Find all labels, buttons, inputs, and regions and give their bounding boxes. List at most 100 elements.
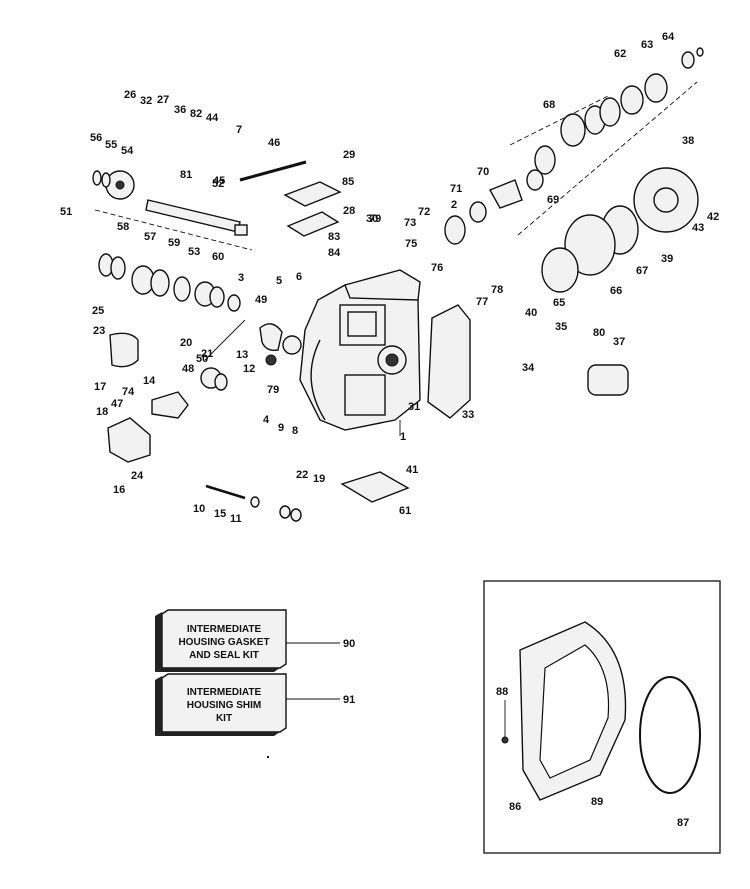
shim-kit-box: INTERMEDIATE HOUSING SHIM KIT 91 <box>155 673 355 736</box>
callout: 16 <box>113 484 125 496</box>
callout: 51 <box>60 206 72 218</box>
callout: 52 <box>212 178 224 190</box>
callout: 24 <box>131 470 144 482</box>
callout: 13 <box>236 349 248 361</box>
shim-kit-line3: KIT <box>216 713 232 724</box>
callout: 39 <box>661 253 673 265</box>
shim-kit-number: 91 <box>343 694 355 706</box>
callout: 65 <box>553 297 565 309</box>
callout: 46 <box>268 137 280 149</box>
callout: 71 <box>450 183 462 195</box>
callout: 14 <box>143 375 156 387</box>
callout: 57 <box>144 231 156 243</box>
callout: 60 <box>212 251 224 263</box>
callout: 48 <box>182 363 194 375</box>
callout: 77 <box>476 296 488 308</box>
callout: 62 <box>614 48 626 60</box>
callout: 41 <box>406 464 418 476</box>
inset-callout: 87 <box>677 817 689 829</box>
callout: 26 <box>124 89 136 101</box>
callout: 84 <box>328 247 341 259</box>
callout: 59 <box>168 237 180 249</box>
callout: 25 <box>92 305 104 317</box>
callout: 50 <box>196 353 208 365</box>
callout: 4 <box>263 414 270 426</box>
callout: 47 <box>111 398 123 410</box>
callout: 31 <box>408 401 420 413</box>
callout: 28 <box>343 205 355 217</box>
callout: 34 <box>522 362 535 374</box>
inset-callout: 88 <box>496 686 508 698</box>
callout: 64 <box>662 31 675 43</box>
callout: 63 <box>641 39 653 51</box>
callout: 54 <box>121 145 134 157</box>
callout: 22 <box>296 469 308 481</box>
callout: 2 <box>451 199 457 211</box>
callout: 85 <box>342 176 354 188</box>
callout: 42 <box>707 211 719 223</box>
callout: 73 <box>404 217 416 229</box>
gasket-kit-line2: HOUSING GASKET <box>178 637 269 648</box>
callout: 70 <box>477 166 489 178</box>
callout: 75 <box>405 238 417 250</box>
callout: 69 <box>547 194 559 206</box>
callout: 61 <box>399 505 411 517</box>
callout: 15 <box>214 508 226 520</box>
callout: 12 <box>243 363 255 375</box>
callout: 5 <box>276 275 282 287</box>
callout: 83 <box>328 231 340 243</box>
gasket-kit-line3: AND SEAL KIT <box>189 650 259 661</box>
shim-kit-line1: INTERMEDIATE <box>187 687 262 698</box>
callout: 37 <box>613 336 625 348</box>
callout: 66 <box>610 285 622 297</box>
gasket-kit-box: INTERMEDIATE HOUSING GASKET AND SEAL KIT… <box>155 609 355 672</box>
callout: 35 <box>555 321 567 333</box>
callout: 20 <box>180 337 192 349</box>
callout: 68 <box>543 99 555 111</box>
callout: 78 <box>491 284 503 296</box>
callout: 43 <box>692 222 704 234</box>
callout: 11 <box>230 513 242 525</box>
callout: 27 <box>157 94 169 106</box>
callout: 36 <box>174 104 186 116</box>
callout: 8 <box>292 425 298 437</box>
shim-kit-line2: HOUSING SHIM <box>187 700 261 711</box>
callout: 74 <box>122 386 135 398</box>
callout: 19 <box>313 473 325 485</box>
callout: 6 <box>296 271 302 283</box>
callout: 7 <box>236 124 242 136</box>
callout: 79 <box>267 384 279 396</box>
callout: 49 <box>255 294 267 306</box>
callout: 67 <box>636 265 648 277</box>
callout: 72 <box>418 206 430 218</box>
inset-detail: 88 86 89 87 <box>483 580 721 854</box>
inset-callout: 86 <box>509 801 521 813</box>
callout: 45 <box>213 175 225 187</box>
callout: 44 <box>206 112 219 124</box>
callout: 53 <box>188 246 200 258</box>
intermediate-housing <box>282 269 421 431</box>
callout: 82 <box>190 108 202 120</box>
callout: 30 <box>366 213 378 225</box>
inset-callout: 89 <box>591 796 603 808</box>
cover-plate <box>427 304 471 419</box>
callout: 29 <box>343 149 355 161</box>
callout: 79 <box>369 213 381 225</box>
callout: 81 <box>180 169 192 181</box>
callout: 55 <box>105 139 117 151</box>
callout: 38 <box>682 135 694 147</box>
gasket-kit-line1: INTERMEDIATE <box>187 624 262 635</box>
callout: 21 <box>201 348 213 360</box>
callout: 76 <box>431 262 443 274</box>
gasket-kit-number: 90 <box>343 638 355 650</box>
callout: 33 <box>462 409 474 421</box>
callout: 32 <box>140 95 152 107</box>
callout: 58 <box>117 221 129 233</box>
callout: 40 <box>525 307 537 319</box>
callout: 18 <box>96 406 108 418</box>
callout: 17 <box>94 381 106 393</box>
callout-labels: 1 2 3 4 5 6 7 8 9 10 11 12 13 14 15 16 1… <box>60 31 719 525</box>
callout: 9 <box>278 422 284 434</box>
callout: 3 <box>238 272 244 284</box>
